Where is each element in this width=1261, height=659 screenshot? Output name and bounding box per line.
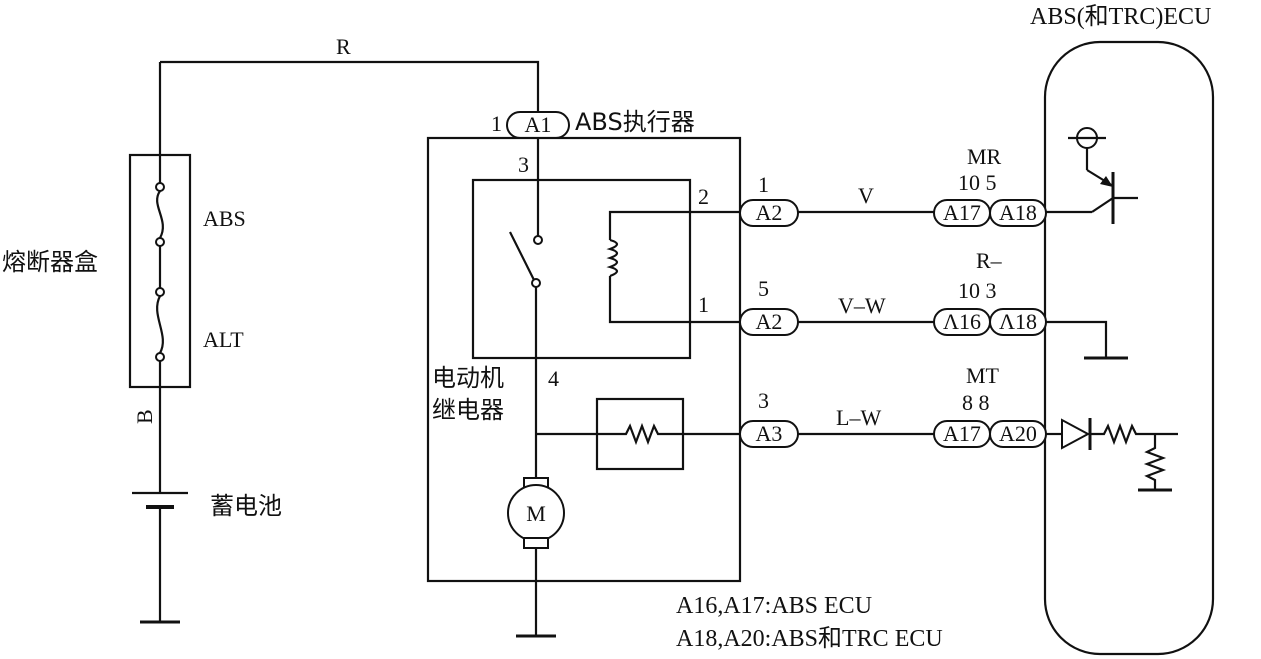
row2-ecu-connector-2-label: Λ18 xyxy=(999,309,1037,334)
connector-a1-label: A1 xyxy=(525,112,552,137)
row3-ecu-connector-2-label: A20 xyxy=(999,421,1037,446)
row3-connector-label: A3 xyxy=(756,421,783,446)
row1-wire-label: V xyxy=(858,183,874,208)
row2-ecu-connector-1-label: Λ16 xyxy=(943,309,981,334)
wire-b-label: B xyxy=(132,409,157,424)
fuse-abs-label: ABS xyxy=(203,206,246,231)
coil-wire-bottom xyxy=(608,276,740,324)
ecu-title: ABS(和TRC)ECU xyxy=(1030,3,1211,30)
row1-ecu-pins: 10 5 xyxy=(958,170,997,195)
fuse-alt-label: ALT xyxy=(203,327,244,352)
row2-ecu-pins: 10 3 xyxy=(958,278,997,303)
row3-wire-label: L–W xyxy=(836,405,881,430)
row1-ecu-connector-2-label: A18 xyxy=(999,200,1037,225)
actuator-title: ABS执行器 xyxy=(575,108,695,136)
relay-switch xyxy=(509,231,543,288)
wire-r xyxy=(160,60,540,112)
row2-ecu-label: R– xyxy=(976,248,1003,273)
row3-ecu-connector-1-label: A17 xyxy=(943,421,981,446)
relay-pin-1: 1 xyxy=(698,292,709,317)
motor-relay-label-1: 电动机 xyxy=(432,364,504,392)
motor-label: M xyxy=(526,501,546,526)
ecu-ground-symbol xyxy=(1046,320,1128,360)
battery-label: 蓄电池 xyxy=(210,492,282,520)
actuator-box xyxy=(426,136,742,583)
row1-connector-label: A2 xyxy=(756,200,783,225)
fuse-abs xyxy=(155,155,165,247)
wire-r-label: R xyxy=(336,34,351,59)
row1-ecu-label: MR xyxy=(967,144,1002,169)
note-1: A16,A17:ABS ECU xyxy=(676,593,872,619)
transistor-symbol xyxy=(1046,127,1138,224)
row1-ecu-connector-1-label: A17 xyxy=(943,200,981,225)
row3-pin-number: 3 xyxy=(758,388,769,413)
relay-coil xyxy=(606,238,619,278)
fuse-box-label: 熔断器盒 xyxy=(2,248,98,276)
motor-brush-bottom xyxy=(523,537,549,549)
row2-connector-label: A2 xyxy=(756,309,783,334)
ecu-box xyxy=(1043,40,1215,656)
relay-pin-3: 3 xyxy=(518,152,529,177)
relay-box xyxy=(471,178,692,360)
row2-wire-label: V–W xyxy=(838,293,886,318)
a1-pin-number: 1 xyxy=(491,111,502,136)
row3-ecu-pins: 8 8 xyxy=(962,390,990,415)
fuse-alt xyxy=(155,287,165,387)
row1-pin-number: 1 xyxy=(758,172,769,197)
coil-wire-top xyxy=(608,210,740,240)
resistor-symbol xyxy=(597,422,683,446)
relay-pin-2: 2 xyxy=(698,184,709,209)
row3-ecu-label: MT xyxy=(966,363,1000,388)
battery-symbol xyxy=(132,491,188,624)
note-2: A18,A20:ABS和TRC ECU xyxy=(676,625,943,652)
motor-relay-label-2: 继电器 xyxy=(432,396,504,424)
relay-pin-4: 4 xyxy=(548,366,559,391)
diode-resistor-network xyxy=(1046,418,1178,492)
row2-pin-number: 5 xyxy=(758,276,769,301)
